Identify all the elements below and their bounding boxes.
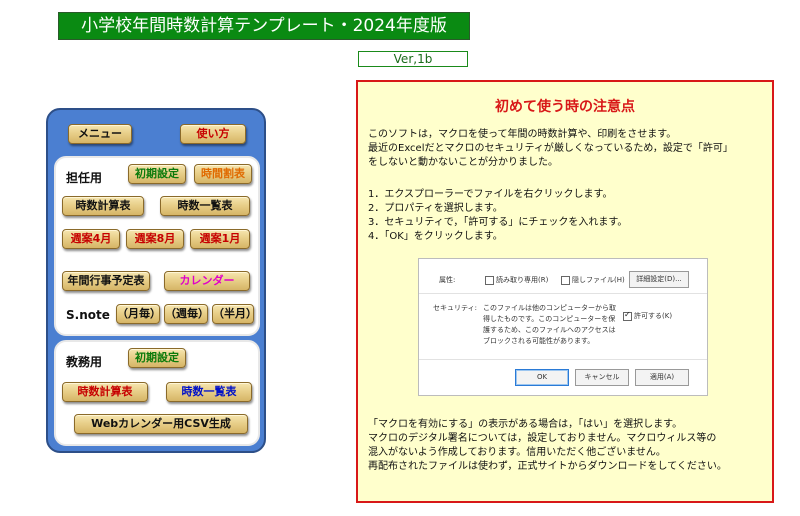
tannin-label: 担任用 — [66, 171, 103, 185]
advanced-button: 詳細設定(D)... — [629, 271, 689, 288]
page-title: 小学校年間時数計算テンプレート・2024年度版 — [58, 12, 470, 40]
dialog-footer-separator — [419, 359, 707, 360]
allow-option: 許可する(K) — [621, 310, 673, 321]
menu-panel: メニュー 使い方 担任用 初期設定 時間割表 時数計算表 時数一覧表 週案4月 … — [46, 108, 266, 453]
annual-events-button[interactable]: 年間行事予定表 — [62, 271, 150, 291]
snote-weekly-button[interactable]: （週毎） — [164, 304, 209, 324]
kyomu-hours-list-button[interactable]: 時数一覧表 — [166, 382, 252, 402]
properties-dialog-image: 属性: 読み取り専用(R) 隠しファイル(H) 詳細設定(D)... セキュリテ… — [418, 258, 708, 396]
weekly-plan-august-button[interactable]: 週案8月 — [126, 229, 184, 249]
snote-monthly-button[interactable]: （月毎） — [116, 304, 161, 324]
notice-intro: このソフトは，マクロを使って年間の時数計算や、印刷をさせます。 最近のExcel… — [368, 129, 733, 168]
kyomu-hours-calc-button[interactable]: 時数計算表 — [62, 382, 148, 402]
allow-checkbox — [623, 310, 632, 321]
weekly-plan-april-button[interactable]: 週案4月 — [62, 229, 120, 249]
how-to-button[interactable]: 使い方 — [180, 124, 246, 144]
hidden-option: 隠しファイル(H) — [559, 275, 625, 285]
security-text: このファイルは他のコンピューターから取 得したものです。このコンピューターを保 … — [483, 304, 616, 345]
dialog-separator — [419, 293, 707, 294]
security-label: セキュリティ: — [433, 304, 477, 312]
dialog-apply-button: 適用(A) — [635, 369, 689, 386]
version-label: Ver,1b — [358, 51, 468, 67]
dialog-cancel-button: キャンセル — [575, 369, 629, 386]
kyomu-section: 教務用 初期設定 時数計算表 時数一覧表 Webカレンダー用CSV生成 — [54, 340, 260, 446]
readonly-text: 読み取り専用(R) — [496, 276, 549, 284]
readonly-option: 読み取り専用(R) — [483, 275, 548, 285]
tannin-hours-list-button[interactable]: 時数一覧表 — [160, 196, 250, 216]
dialog-ok-button: OK — [515, 369, 569, 386]
snote-label: S.note — [66, 308, 110, 322]
weekly-plan-january-button[interactable]: 週案1月 — [190, 229, 250, 249]
hidden-text: 隠しファイル(H) — [572, 276, 625, 284]
kyomu-initial-settings-button[interactable]: 初期設定 — [128, 348, 186, 368]
notice-box: 初めて使う時の注意点 このソフトは，マクロを使って年間の時数計算や、印刷をさせま… — [356, 80, 774, 503]
calendar-button[interactable]: カレンダー — [164, 271, 250, 291]
tannin-initial-settings-button[interactable]: 初期設定 — [128, 164, 186, 184]
hidden-checkbox — [561, 275, 570, 285]
attr-label: 属性: — [439, 276, 456, 284]
allow-text: 許可する(K) — [634, 312, 673, 320]
web-calendar-csv-button[interactable]: Webカレンダー用CSV生成 — [74, 414, 248, 434]
notice-outro: 「マクロを有効にする」の表示がある場合は，「はい」を選択します。 マクロのデジタ… — [368, 419, 727, 472]
notice-heading: 初めて使う時の注意点 — [495, 99, 635, 115]
menu-button[interactable]: メニュー — [68, 124, 132, 144]
tannin-section: 担任用 初期設定 時間割表 時数計算表 時数一覧表 週案4月 週案8月 週案1月… — [54, 156, 260, 336]
snote-half-month-button[interactable]: （半月） — [212, 304, 257, 324]
timetable-button[interactable]: 時間割表 — [194, 164, 252, 184]
readonly-checkbox — [485, 275, 494, 285]
notice-steps: 1．エクスプローラーでファイルを右クリックします。 2．プロパティを選択します。… — [368, 189, 628, 242]
kyomu-label: 教務用 — [66, 355, 103, 369]
tannin-hours-calc-button[interactable]: 時数計算表 — [62, 196, 144, 216]
